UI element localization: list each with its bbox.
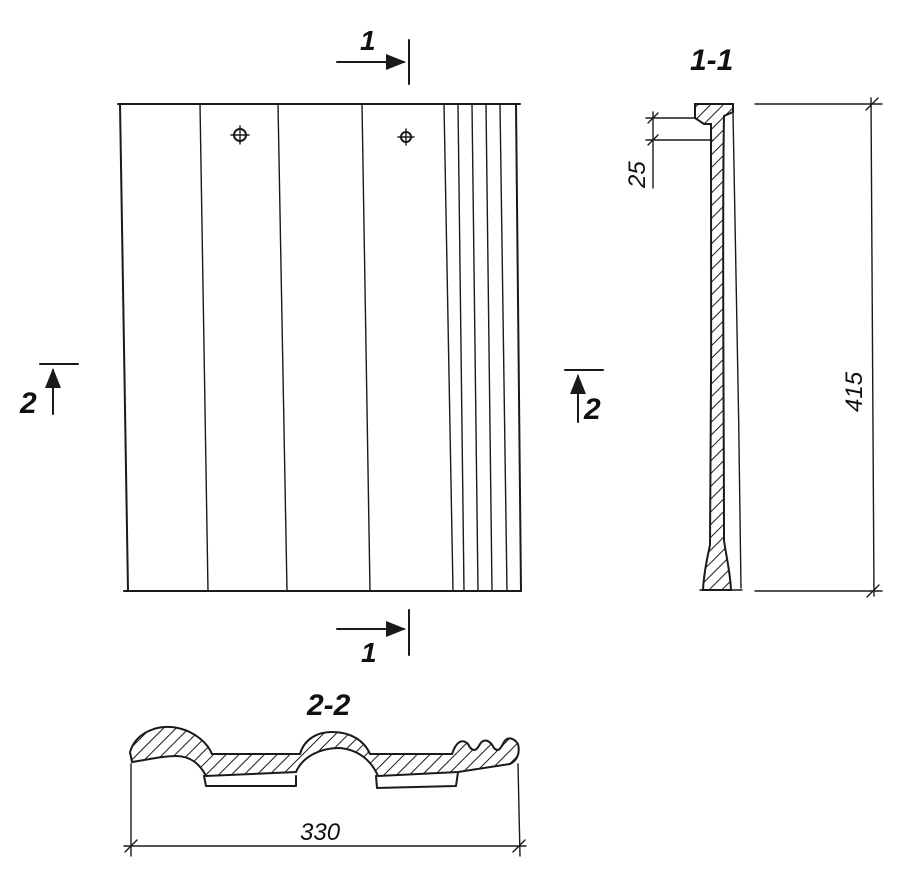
section-1-profile [694, 103, 734, 591]
dimension-tile-width: 330 [123, 763, 527, 857]
section-marker-label: 2 [19, 387, 37, 420]
plan-groove-line [443, 103, 454, 592]
dimension-nib-height: 25 [624, 111, 713, 189]
section-1-back-line [732, 111, 742, 589]
dimension-label: 25 [624, 161, 651, 189]
dimension-tile-length: 415 [754, 97, 883, 598]
section-marker-label: 1 [360, 25, 376, 56]
plan-right-edge [515, 103, 522, 592]
section-marker-2-right: 2 [564, 369, 604, 426]
section-marker-label: 2 [583, 393, 601, 426]
plan-groove-line [485, 103, 493, 592]
section-marker-1-top: 1 [336, 25, 410, 85]
section-marker-2-left: 2 [19, 363, 79, 420]
plan-groove-line [457, 103, 465, 592]
plan-ridge-line [199, 103, 209, 592]
section-1-1: 1-1 25 415 [624, 44, 883, 598]
section-1-title: 1-1 [690, 44, 733, 77]
section-2-title: 2-2 [306, 689, 351, 722]
dimension-label: 415 [841, 371, 868, 412]
plan-groove-line [499, 103, 508, 592]
section-2-profile [128, 726, 520, 778]
nail-hole-icon [230, 125, 250, 145]
dimension-label: 330 [300, 819, 341, 846]
plan-groove-line [471, 103, 479, 592]
plan-ridge-line [277, 103, 288, 592]
section-2-2: 2-2 330 [123, 689, 527, 857]
nail-hole-icon [397, 128, 415, 146]
tile-plan-view [117, 103, 522, 592]
plan-ridge-line [361, 103, 371, 592]
section-marker-1-bottom: 1 [336, 609, 410, 668]
section-marker-label: 1 [361, 637, 377, 668]
section-2-lug [375, 771, 459, 789]
section-2-lug [203, 775, 297, 787]
plan-left-edge [119, 103, 129, 592]
